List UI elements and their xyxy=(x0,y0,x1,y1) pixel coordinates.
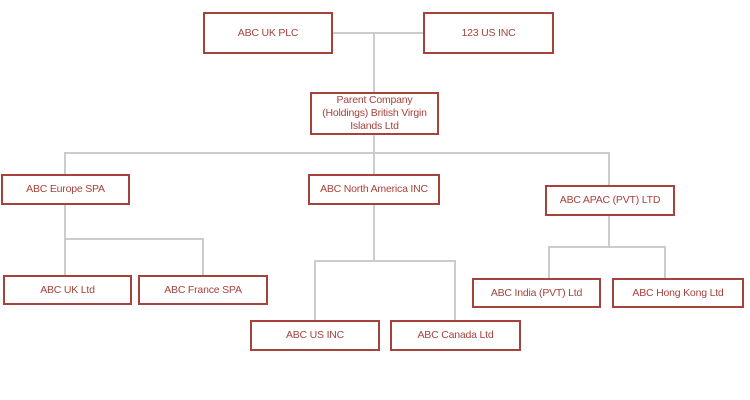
org-node-abc-us-inc[interactable]: ABC US INC xyxy=(250,320,380,351)
connector-drop-india xyxy=(548,246,550,278)
connector-owners-horizontal xyxy=(333,32,423,34)
org-node-parent-company[interactable]: Parent Company (Holdings) British Virgin… xyxy=(310,92,439,135)
connector-drop-france xyxy=(202,238,204,275)
connector-drop-canada xyxy=(454,260,456,320)
org-node-123-us-inc[interactable]: 123 US INC xyxy=(423,12,554,54)
connector-parent-stem xyxy=(373,135,375,154)
org-node-abc-india-pvt-ltd[interactable]: ABC India (PVT) Ltd xyxy=(472,278,601,308)
org-node-abc-uk-ltd[interactable]: ABC UK Ltd xyxy=(3,275,132,305)
org-node-abc-uk-plc[interactable]: ABC UK PLC xyxy=(203,12,333,54)
connector-drop-north-america xyxy=(373,152,375,174)
org-node-label: ABC US INC xyxy=(285,329,345,341)
connector-north-america-stem xyxy=(373,205,375,261)
connector-level3-horizontal xyxy=(64,152,610,154)
org-node-label: ABC UK Ltd xyxy=(40,283,95,296)
org-node-label: ABC North America INC xyxy=(320,183,428,195)
connector-drop-uk-ltd xyxy=(64,238,66,275)
org-node-label: ABC Europe SPA xyxy=(26,183,105,195)
org-node-abc-hong-kong-ltd[interactable]: ABC Hong Kong Ltd xyxy=(612,278,744,308)
org-node-abc-europe-spa[interactable]: ABC Europe SPA xyxy=(1,174,130,205)
connector-drop-apac xyxy=(608,152,610,185)
org-node-label: ABC APAC (PVT) LTD xyxy=(559,194,661,206)
connector-drop-europe xyxy=(64,152,66,174)
connector-apac-children-horizontal xyxy=(548,246,666,248)
org-node-abc-apac-pvt-ltd[interactable]: ABC APAC (PVT) LTD xyxy=(545,185,675,216)
org-node-label: Parent Company (Holdings) British Virgin… xyxy=(322,94,427,132)
org-node-label: 123 US INC xyxy=(461,26,516,39)
org-node-label: ABC UK PLC xyxy=(237,26,299,39)
connector-europe-stem xyxy=(64,205,66,240)
org-node-label: ABC Hong Kong Ltd xyxy=(632,286,724,299)
connector-na-children-horizontal xyxy=(314,260,456,262)
org-node-abc-france-spa[interactable]: ABC France SPA xyxy=(138,275,268,305)
org-node-abc-north-america-inc[interactable]: ABC North America INC xyxy=(308,174,440,205)
connector-drop-hong-kong xyxy=(664,246,666,278)
connector-drop-us-inc xyxy=(314,260,316,320)
connector-europe-children-horizontal xyxy=(64,238,204,240)
org-node-label: ABC France SPA xyxy=(164,283,242,296)
org-node-label: ABC India (PVT) Ltd xyxy=(490,286,583,299)
org-node-abc-canada-ltd[interactable]: ABC Canada Ltd xyxy=(390,320,521,351)
connector-apac-stem xyxy=(608,216,610,248)
connector-owners-to-parent xyxy=(373,32,375,92)
org-node-label: ABC Canada Ltd xyxy=(417,329,494,341)
